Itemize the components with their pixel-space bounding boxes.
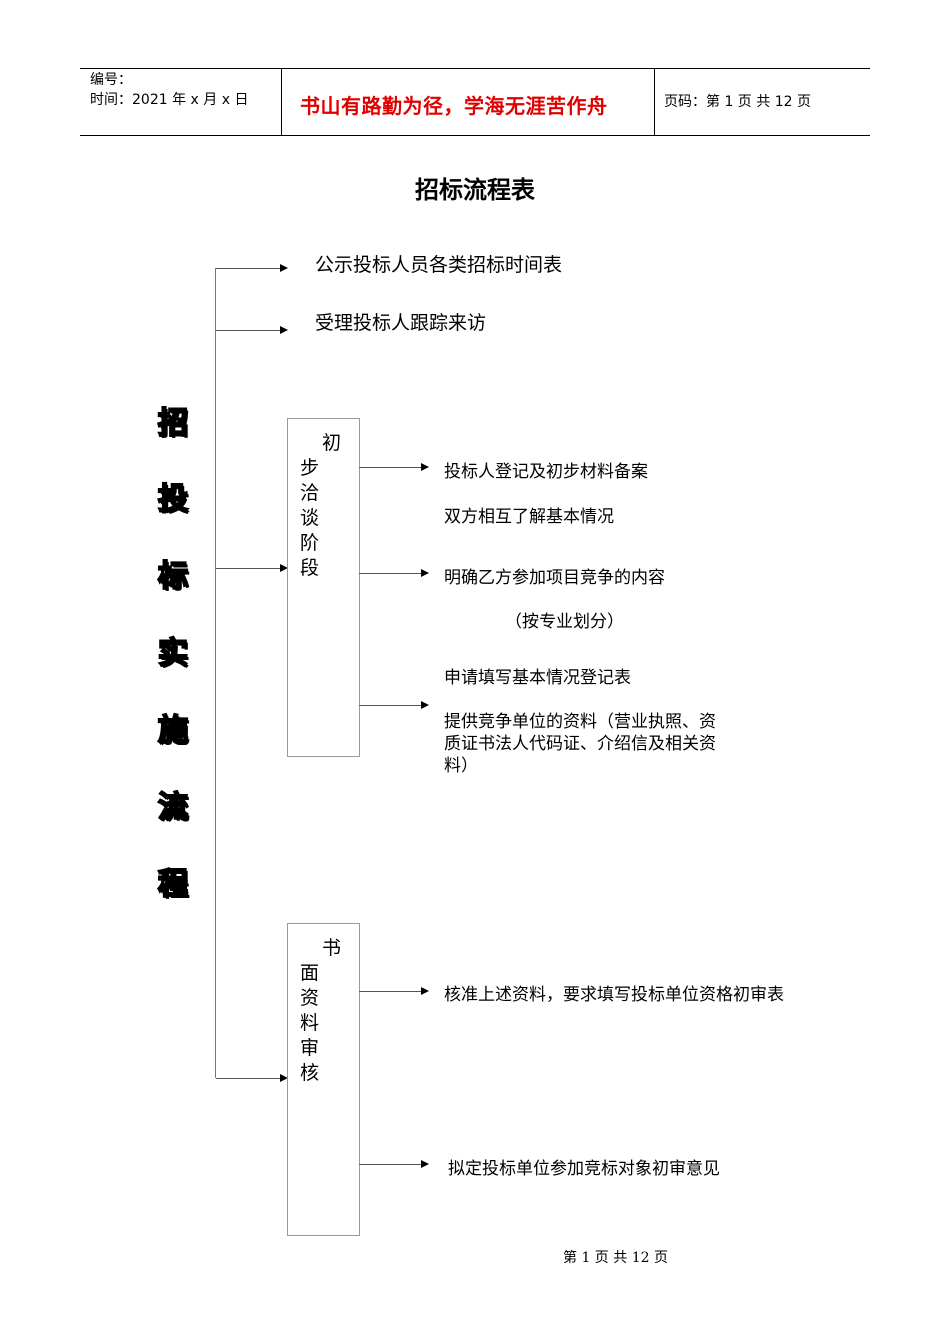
- stage-label-char: 初: [322, 432, 342, 454]
- document-number-label: 编号：: [90, 72, 132, 88]
- vertical-title-char: 投: [157, 481, 189, 518]
- header-bottom-border: [80, 135, 870, 136]
- flow-arrow: [359, 987, 429, 995]
- document-date: 时间：2021 年 x 月 x 日: [90, 92, 249, 108]
- stage-label-char: 审: [300, 1037, 320, 1059]
- flow-item-text: 受理投标人跟踪来访: [315, 312, 487, 334]
- flow-item-text: 拟定投标单位参加竞标对象初审意见: [448, 1159, 720, 1179]
- flow-arrow: [216, 1074, 288, 1082]
- vertical-title-char: 实: [157, 635, 189, 672]
- stage-box-initial-negotiation: [287, 418, 360, 757]
- flow-main-connector: [215, 268, 216, 1078]
- flow-arrow: [359, 1160, 429, 1168]
- flow-arrow: [216, 326, 288, 334]
- flow-item-text: 料）: [444, 756, 478, 776]
- flow-item-text: 双方相互了解基本情况: [444, 507, 614, 527]
- flow-arrow: [359, 701, 429, 709]
- flow-item-text: 申请填写基本情况登记表: [444, 668, 631, 688]
- flow-item-text: （按专业划分）: [505, 612, 624, 632]
- vertical-title-char: 招: [157, 405, 189, 442]
- vertical-title-char: 标: [157, 558, 189, 595]
- stage-label-char: 资: [300, 987, 320, 1009]
- flow-item-text: 提供竞争单位的资料（营业执照、资: [444, 712, 716, 732]
- vertical-title-char: 流: [157, 789, 189, 826]
- page-title: 招标流程表: [415, 176, 535, 204]
- stage-label-char: 料: [300, 1012, 320, 1034]
- page-footer: 第 1 页 共 12 页: [563, 1250, 668, 1266]
- stage-label-char: 书: [322, 937, 342, 959]
- page-indicator: 页码：第 1 页 共 12 页: [664, 94, 811, 110]
- stage-label-char: 核: [300, 1062, 320, 1084]
- header-divider-right: [654, 68, 655, 136]
- stage-label-char: 段: [300, 557, 320, 579]
- stage-label-char: 谈: [300, 507, 320, 529]
- flow-arrow: [359, 569, 429, 577]
- vertical-title-char: 程: [157, 866, 189, 903]
- flow-arrow: [216, 264, 288, 272]
- flow-item-text: 明确乙方参加项目竞争的内容: [444, 568, 665, 588]
- stage-label-char: 面: [300, 962, 320, 984]
- header-motto: 书山有路勤为径，学海无涯苦作舟: [300, 94, 608, 118]
- flow-item-text: 核准上述资料，要求填写投标单位资格初审表: [444, 985, 784, 1005]
- stage-box-document-review: [287, 923, 360, 1236]
- header-top-border: [80, 68, 870, 69]
- vertical-title-char: 施: [157, 712, 189, 749]
- flow-item-text: 质证书法人代码证、介绍信及相关资: [444, 734, 716, 754]
- flow-item-text: 公示投标人员各类招标时间表: [315, 254, 563, 276]
- flow-arrow: [216, 564, 288, 572]
- header-divider-left: [281, 68, 282, 136]
- stage-label-char: 洽: [300, 482, 320, 504]
- stage-label-char: 步: [300, 457, 320, 479]
- flow-item-text: 投标人登记及初步材料备案: [444, 462, 648, 482]
- stage-label-char: 阶: [300, 532, 320, 554]
- flow-arrow: [359, 463, 429, 471]
